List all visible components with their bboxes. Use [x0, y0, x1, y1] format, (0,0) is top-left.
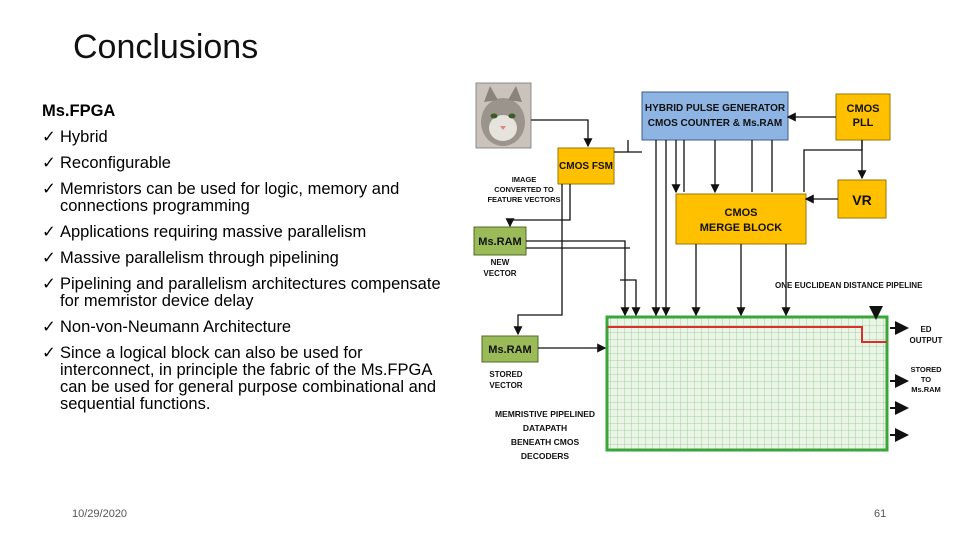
svg-text:Ms.RAM: Ms.RAM	[478, 236, 521, 248]
wires	[505, 112, 867, 353]
checkmark-icon: ✓	[42, 223, 56, 241]
bullet-item: ✓Hybrid	[42, 129, 442, 146]
bullet-text: Non-von-Neumann Architecture	[60, 318, 292, 336]
bullet-item: ✓Non-von-Neumann Architecture	[42, 319, 442, 336]
bullet-text: Hybrid	[60, 128, 108, 146]
svg-text:CMOS FSM: CMOS FSM	[559, 161, 613, 172]
bullet-item: ✓Memristors can be used for logic, memor…	[42, 181, 442, 215]
content-heading: Ms.FPGA	[42, 102, 116, 120]
cat-photo-icon	[475, 82, 532, 149]
memristive-datapath-grid	[605, 306, 889, 452]
bullet-item: ✓Reconfigurable	[42, 155, 442, 172]
bullet-text: Massive parallelism through pipelining	[60, 249, 339, 267]
msram-stored-block: Ms.RAM	[481, 335, 539, 363]
bullet-list: ✓Hybrid✓Reconfigurable✓Memristors can be…	[42, 129, 442, 413]
checkmark-icon: ✓	[42, 154, 56, 172]
svg-text:Ms.RAM: Ms.RAM	[488, 344, 531, 356]
msram-new-block: Ms.RAM	[473, 226, 527, 256]
footer-date: 10/29/2020	[72, 508, 128, 520]
pipeline-label: ONE EUCLIDEAN DISTANCE PIPELINE	[775, 281, 923, 290]
checkmark-icon: ✓	[42, 128, 56, 146]
checkmark-icon: ✓	[42, 318, 56, 336]
svg-text:VR: VR	[852, 192, 871, 208]
content-body: Ms.FPGA ✓Hybrid✓Reconfigurable✓Memristor…	[42, 103, 442, 422]
bullet-item: ✓Applications requiring massive parallel…	[42, 224, 442, 241]
bullet-text: Memristors can be used for logic, memory…	[60, 180, 400, 215]
vr-block: VR	[837, 179, 887, 219]
checkmark-icon: ✓	[42, 180, 56, 198]
bullet-item: ✓Massive parallelism through pipelining	[42, 250, 442, 267]
page-number: 61	[874, 508, 887, 520]
checkmark-icon: ✓	[42, 249, 56, 267]
slide-title: Conclusions	[73, 28, 259, 66]
bullet-text: Reconfigurable	[60, 154, 171, 172]
cmos-fsm-block: CMOS FSM	[557, 147, 615, 185]
checkmark-icon: ✓	[42, 344, 56, 362]
bullet-text: Pipelining and parallelism architectures…	[60, 275, 441, 310]
bullet-item: ✓Pipelining and parallelism architecture…	[42, 276, 442, 310]
checkmark-icon: ✓	[42, 275, 56, 293]
bullet-text: Since a logical block can also be used f…	[60, 344, 437, 413]
output-arrows	[890, 321, 909, 442]
bullet-text: Applications requiring massive paralleli…	[60, 223, 367, 241]
bullet-item: ✓Since a logical block can also be used …	[42, 345, 442, 413]
